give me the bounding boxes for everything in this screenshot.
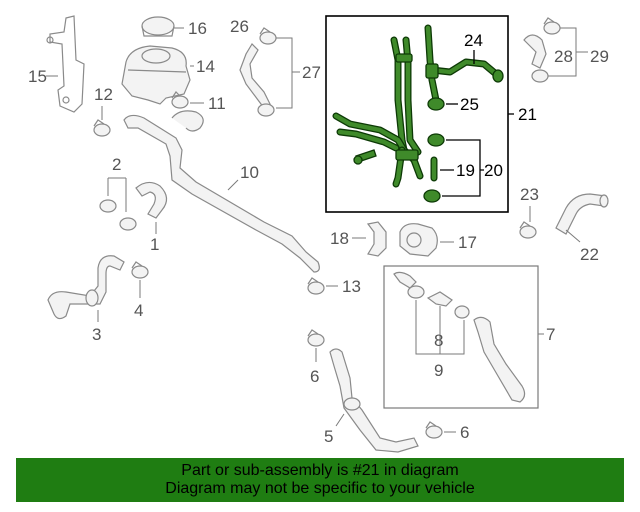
part-3-hose[interactable] [47,255,125,320]
part-2-clamp-a[interactable] [99,199,117,213]
part-14-coolant-reservoir[interactable] [121,45,191,105]
part-5-hose[interactable] [329,348,419,453]
leader-5 [335,413,345,427]
part-4-clamp[interactable] [131,261,149,279]
part-18-bracket[interactable] [366,221,387,257]
callout-1: 1 [150,235,159,254]
part-17-water-pump[interactable] [399,223,438,257]
callout-16: 16 [188,19,207,38]
banner-line-2: Diagram may not be specific to your vehi… [165,480,475,497]
part-7-hose[interactable] [393,271,526,403]
part-28-clamp-a[interactable] [543,17,561,35]
callout-14: 14 [196,57,215,76]
leader-19-20 [440,139,484,197]
leader-8-9 [415,300,465,355]
callout-28: 28 [554,47,573,66]
part-25-clamp[interactable] [427,97,445,111]
callout-27: 27 [302,63,321,82]
callout-19: 19 [456,161,475,180]
callout-11: 11 [208,94,226,113]
callout-5: 5 [324,427,333,446]
part-21-pipe-assembly[interactable] [332,24,504,188]
part-1-hose[interactable] [135,181,168,219]
subassembly-7-box [383,265,539,409]
callout-17: 17 [458,233,477,252]
part-13-clamp[interactable] [307,277,325,295]
part-8-fitting[interactable] [407,285,470,319]
callout-22: 22 [580,245,599,264]
callout-7: 7 [546,325,555,344]
callout-29: 29 [590,47,609,66]
leader-2 [107,177,127,212]
callout-15: 15 [28,67,47,86]
part-6-clamp-a[interactable] [307,329,325,347]
part-12-clamp[interactable] [93,119,111,137]
callout-26: 26 [230,17,249,36]
part-22-hose[interactable] [555,193,609,235]
callout-3: 3 [92,325,101,344]
part-15-bracket[interactable] [46,15,85,113]
leader-10 [227,179,239,191]
callout-23: 23 [520,185,539,204]
part-23-clamp[interactable] [519,221,537,239]
info-banner: Part or sub-assembly is #21 in diagram D… [16,458,624,502]
callout-6a: 6 [310,367,319,386]
callout-8: 8 [434,331,443,350]
part-10-pipe[interactable] [123,110,320,273]
leader-22 [565,229,581,243]
callout-13: 13 [342,277,361,296]
part-16-reservoir-cap[interactable] [141,16,175,37]
callout-6b: 6 [460,423,469,442]
callout-9: 9 [434,361,443,380]
part-27-hose[interactable] [239,43,275,117]
callout-4: 4 [134,301,143,320]
callout-24: 24 [464,31,483,50]
callout-18: 18 [330,229,349,248]
part-28-hose[interactable] [523,34,549,83]
callout-2: 2 [112,155,121,174]
banner-line-1: Part or sub-assembly is #21 in diagram [181,462,459,479]
callout-10: 10 [240,163,259,182]
callout-12: 12 [94,85,113,104]
callout-25: 25 [460,95,479,114]
leader-28-29 [548,27,588,77]
subassembly-21-box [325,15,509,213]
callout-21: 21 [518,105,537,124]
part-2-clamp-b[interactable] [119,217,137,231]
leader-27 [276,37,300,109]
part-19-20-hose-clamps[interactable] [423,133,445,203]
part-11-clamp[interactable] [171,91,189,109]
part-6-clamp-b[interactable] [425,421,443,439]
callout-20: 20 [484,161,503,180]
part-26-clamp[interactable] [259,27,277,45]
